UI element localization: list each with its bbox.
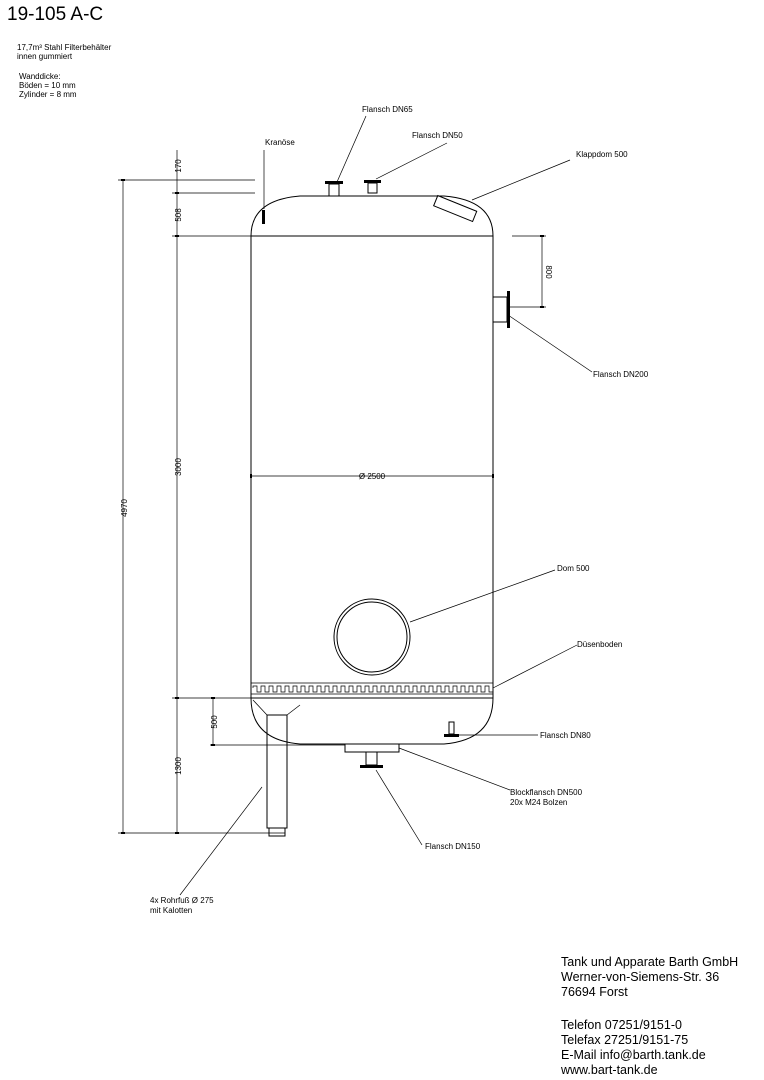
company-city: 76694 Forst: [561, 985, 628, 999]
dimension-texts: 170 508 3000 4970 500 1300 800 Ø 2500: [120, 159, 553, 775]
drawing-title: 19-105 A-C: [7, 4, 104, 25]
flange-dn80-plate: [444, 734, 459, 737]
company-address: Tank und Apparate Barth GmbH Werner-von-…: [561, 955, 738, 1000]
company-contact: Telefon 07251/9151-0 Telefax 27251/9151-…: [561, 1018, 706, 1078]
top-nozzles: [262, 180, 478, 224]
company-name: Tank und Apparate Barth GmbH: [561, 955, 739, 969]
label-dom: Dom 500: [557, 564, 590, 573]
flange-dn80-pipe: [448, 721, 455, 735]
top-dished-head: [250, 195, 494, 237]
flange-dn50-plate: [364, 180, 381, 183]
dim-4970: 4970: [120, 499, 129, 517]
dim-800: 800: [544, 265, 553, 279]
description-line-2: innen gummiert: [17, 52, 73, 61]
dim-170: 170: [174, 159, 183, 173]
leg-foot: [268, 827, 286, 837]
label-klappdom: Klappdom 500: [576, 150, 628, 159]
dom-manhole-inner: [336, 601, 408, 673]
side-flange-dn200: [492, 291, 510, 328]
flange-dn150-pipe: [365, 751, 378, 766]
support-legs: [252, 699, 301, 837]
label-blockflansch-2: 20x M24 Bolzen: [510, 798, 567, 807]
wall-thickness-heading: Wanddicke:: [19, 72, 61, 81]
lifting-eye: [262, 210, 265, 224]
company-email: E-Mail info@barth.tank.de: [561, 1048, 706, 1062]
label-flansch-dn65: Flansch DN65: [362, 105, 413, 114]
company-street: Werner-von-Siemens-Str. 36: [561, 970, 720, 984]
support-leg: [266, 714, 288, 829]
label-rohrfuss-2: mit Kalotten: [150, 906, 192, 915]
flange-dn50-pipe: [367, 182, 378, 194]
wall-thickness-heads: Böden = 10 mm: [19, 81, 76, 90]
description-line-1: 17,7m³ Stahl Filterbehälter: [17, 43, 112, 52]
dim-1300: 1300: [174, 757, 183, 775]
hinged-dome: [433, 194, 478, 223]
wall-thickness-cylinder: Zylinder = 8 mm: [19, 90, 77, 99]
label-duesenboden: Düsenboden: [577, 640, 622, 649]
flange-dn150-plate: [360, 765, 383, 768]
label-blockflansch-1: Blockflansch DN500: [510, 788, 583, 797]
label-flansch-dn150: Flansch DN150: [425, 842, 481, 851]
vessel-body: [250, 195, 494, 745]
dimension-lines: [118, 150, 546, 834]
vessel-description: 17,7m³ Stahl Filterbehälter innen gummie…: [17, 43, 111, 61]
company-fax: Telefax 27251/9151-75: [561, 1033, 689, 1047]
wall-thickness-block: Wanddicke: Böden = 10 mm Zylinder = 8 mm: [19, 72, 77, 99]
annotation-labels: Flansch DN65 Flansch DN50 Kranöse Klappd…: [150, 105, 649, 915]
dim-500: 500: [210, 715, 219, 729]
label-flansch-dn200: Flansch DN200: [593, 370, 649, 379]
nozzle-plate-pattern: [252, 685, 494, 693]
label-flansch-dn80: Flansch DN80: [540, 731, 591, 740]
company-phone: Telefon 07251/9151-0: [561, 1018, 682, 1032]
flange-dn65-pipe: [328, 183, 340, 197]
dim-3000: 3000: [174, 458, 183, 476]
label-flansch-dn50: Flansch DN50: [412, 131, 463, 140]
label-rohrfuss-1: 4x Rohrfuß Ø 275: [150, 896, 214, 905]
flange-dn65-plate: [325, 181, 343, 184]
block-flange-dn500: [344, 743, 400, 753]
bottom-nozzles: [344, 721, 459, 768]
company-web: www.bart-tank.de: [561, 1063, 658, 1077]
leader-lines: [179, 115, 593, 896]
nozzle-plate: [251, 682, 494, 695]
label-kranoese: Kranöse: [265, 138, 295, 147]
dom-manhole-outer: [333, 598, 411, 676]
dim-508: 508: [174, 208, 183, 222]
dim-diameter: Ø 2500: [359, 472, 386, 481]
